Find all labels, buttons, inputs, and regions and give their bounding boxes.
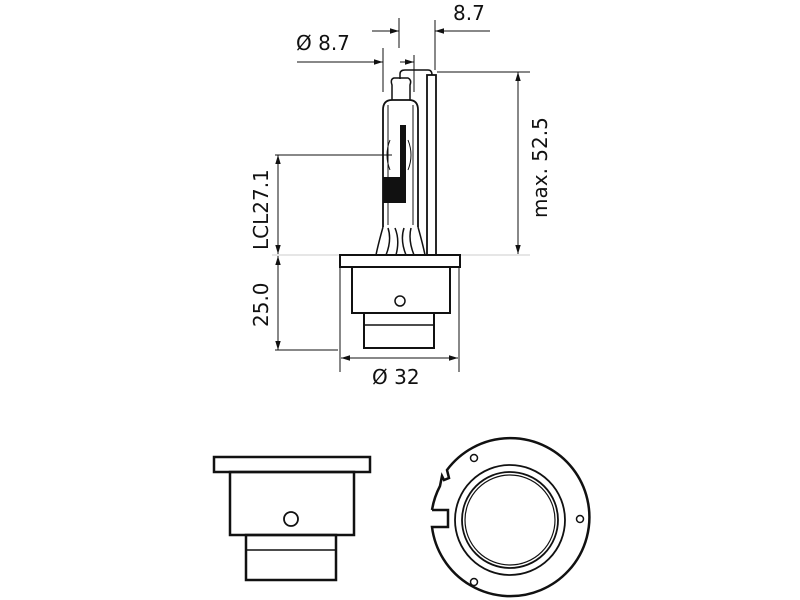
mount-hole <box>575 514 585 524</box>
return-wire <box>426 74 437 256</box>
base-hole <box>283 511 299 527</box>
base-lower <box>363 312 435 349</box>
mount-hole <box>469 577 479 587</box>
dim-base-diameter: Ø 32 <box>372 365 420 389</box>
inner-ring <box>454 464 566 576</box>
base-hole <box>394 295 406 307</box>
dim-bulb-diameter: Ø 8.7 <box>296 31 350 55</box>
base-top-view <box>430 436 591 598</box>
bulb-cap <box>390 77 412 100</box>
electrode <box>400 125 406 203</box>
outer-ring <box>430 436 591 598</box>
base-flange <box>339 254 461 268</box>
electrode-block <box>383 177 406 203</box>
mount-hole <box>469 453 479 463</box>
bulb-side-view <box>339 69 461 349</box>
dim-wire-offset: 8.7 <box>453 1 485 25</box>
bulb-pinch <box>375 226 426 256</box>
dim-base-height: 25.0 <box>249 282 273 327</box>
dim-max-length: max. 52.5 <box>528 117 552 218</box>
return-wire-loop <box>399 69 433 79</box>
dimension-lines <box>275 18 530 372</box>
dim-lcl: LCL27.1 <box>249 169 273 250</box>
glass-tube <box>382 99 419 227</box>
base-side-view <box>212 455 372 582</box>
